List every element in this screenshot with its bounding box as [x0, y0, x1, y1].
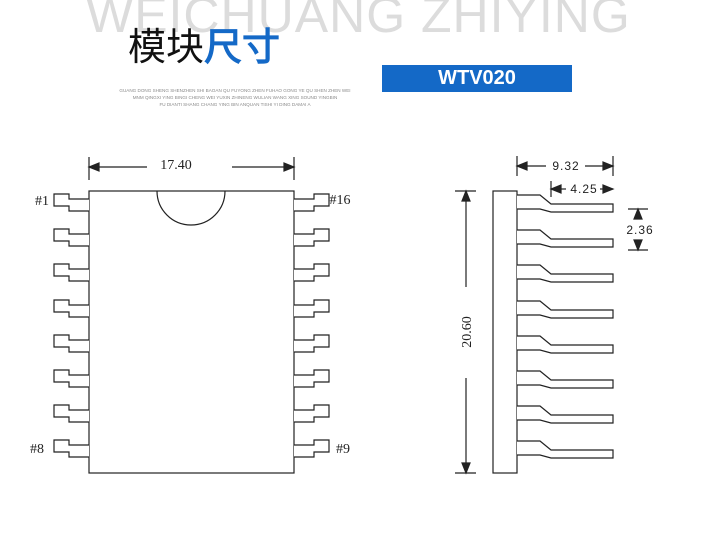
module-body [88, 190, 295, 474]
front-view [53, 157, 330, 474]
side-pin-row [517, 194, 614, 459]
right-pin-row [294, 193, 330, 458]
depth-arrow-right [602, 161, 615, 171]
side-pin [517, 370, 614, 389]
right-pin [294, 439, 330, 458]
side-view [455, 156, 648, 475]
height-arrow-top [461, 189, 471, 202]
width-label: 17.40 [160, 158, 192, 173]
width-arrow-left [87, 162, 100, 172]
left-pin [53, 263, 89, 282]
left-pin [53, 369, 89, 388]
side-total-label: 9.32 [552, 159, 579, 173]
height-label: 20.60 [460, 316, 475, 348]
side-pin [517, 335, 614, 354]
depth-arrow-left [515, 161, 528, 171]
company-address-text: GUANG DONG SHENG SHENZHEN SHI BAOAN QU F… [100, 87, 370, 108]
model-badge: WTV020 [382, 65, 572, 92]
page-title: 模块尺寸 [128, 28, 280, 66]
title-part-module: 模块 [128, 25, 205, 69]
side-pin [517, 405, 614, 424]
left-pin [53, 193, 89, 212]
side-pin [517, 300, 614, 319]
side-pin [517, 440, 614, 459]
width-arrow-right [283, 162, 296, 172]
pin-9-label: #9 [336, 442, 350, 457]
left-pin [53, 299, 89, 318]
pin1-notch [156, 190, 226, 226]
left-pin-row [53, 193, 89, 458]
right-pin [294, 369, 330, 388]
left-pin [53, 439, 89, 458]
pitch-label: 2.36 [626, 223, 653, 237]
side-pin [517, 229, 614, 248]
height-arrow-bottom [461, 462, 471, 475]
right-pin [294, 334, 330, 353]
title-part-size: 尺寸 [204, 25, 281, 69]
pin-length-arrow-left [549, 184, 562, 194]
pitch-arrow-bottom [633, 239, 643, 252]
right-pin [294, 404, 330, 423]
left-pin [53, 334, 89, 353]
address-line: GUANG DONG SHENG SHENZHEN SHI BAOAN QU F… [119, 88, 351, 93]
pin-16-label: #16 [330, 193, 351, 208]
right-pin [294, 299, 330, 318]
pin-8-label: #8 [30, 442, 44, 457]
pin-1-label: #1 [35, 194, 49, 209]
side-board [492, 190, 518, 474]
address-line: MNM QINGXI YING BINGI CHENG WEI YUXIN ZH… [132, 95, 338, 100]
right-pin [294, 193, 330, 212]
side-pin-label: 4.25 [570, 182, 597, 196]
left-pin [53, 404, 89, 423]
right-pin [294, 228, 330, 247]
pitch-arrow-top [633, 207, 643, 220]
left-pin [53, 228, 89, 247]
side-pin [517, 264, 614, 283]
watermark-text: WEICHUANG ZHIYING [86, 0, 631, 43]
address-line: FU DIANTI SHANG CHANG YING BIN ANQUAN TI… [159, 102, 311, 107]
side-pin [517, 194, 614, 213]
right-pin [294, 263, 330, 282]
pin-length-arrow-right [602, 184, 615, 194]
